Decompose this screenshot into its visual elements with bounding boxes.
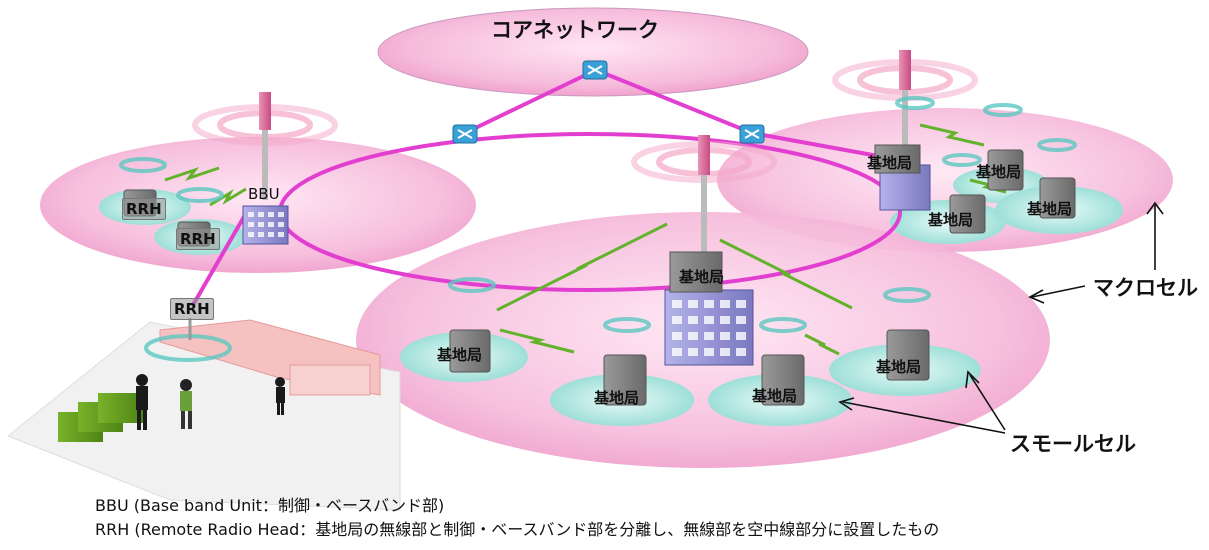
small-antenna-waves xyxy=(119,96,1077,362)
base-station-label: 基地局 xyxy=(752,387,798,405)
building-icon xyxy=(242,205,289,245)
green-boxes xyxy=(58,393,143,442)
antenna-tower-icon xyxy=(192,92,338,200)
router-icon xyxy=(582,60,608,80)
legend-bbu: BBU (Base band Unit：制御・ベースバンド部) xyxy=(95,496,445,515)
antenna-tower-icon xyxy=(631,135,777,255)
arrows xyxy=(838,201,1164,434)
router-icon xyxy=(739,124,765,144)
building-icon xyxy=(874,144,931,211)
base-station-label: 基地局 xyxy=(876,358,922,376)
person-icon xyxy=(275,377,285,415)
base-station-label: 基地局 xyxy=(928,211,974,229)
base-station-label: 基地局 xyxy=(437,346,483,364)
base-station-label: 基地局 xyxy=(679,268,725,286)
base-station-label: 基地局 xyxy=(976,163,1022,181)
core-network-cloud xyxy=(377,7,809,97)
legend-rrh: RRH (Remote Radio Head：基地局の無線部と制御・ベースバンド… xyxy=(95,520,940,539)
rrh-label: RRH xyxy=(122,198,166,220)
core-network-label: コアネットワーク xyxy=(491,18,659,42)
small-cell-label: スモールセル xyxy=(1010,432,1136,456)
person-icon xyxy=(180,379,192,429)
rrh-label: RRH xyxy=(176,228,220,250)
person-icon xyxy=(136,374,148,430)
building-icon xyxy=(664,251,754,366)
core-links xyxy=(191,68,901,307)
rrh-label: RRH xyxy=(170,298,214,320)
router-icon xyxy=(452,124,478,144)
bbu-label: BBU xyxy=(248,185,280,203)
macro-cell-label: マクロセル xyxy=(1093,276,1198,300)
base-station-label: 基地局 xyxy=(594,389,640,407)
base-station-label: 基地局 xyxy=(867,154,913,172)
base-station-label: 基地局 xyxy=(1027,200,1073,218)
